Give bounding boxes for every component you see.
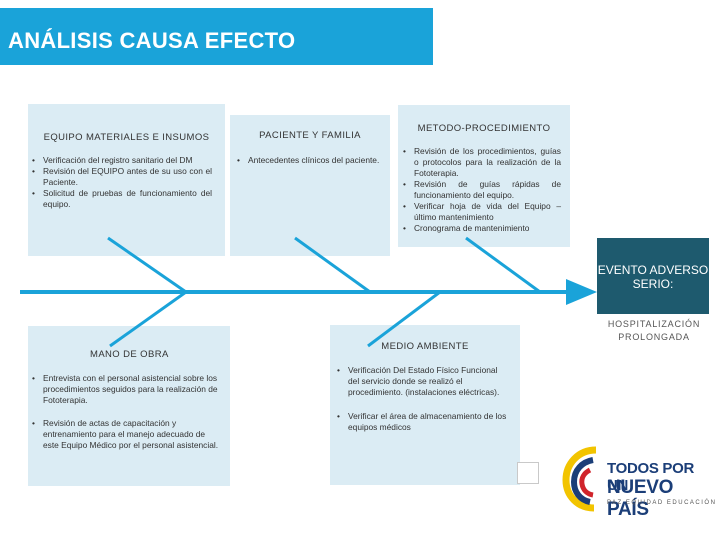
list-item: Antecedentes clínicos del paciente. — [235, 155, 380, 166]
logo: TODOS POR UN NUEVO PAÍS PAZ EQUIDAD EDUC… — [560, 440, 715, 520]
effect-detail: HOSPITALIZACIÓN PROLONGADA — [607, 319, 701, 342]
category-list-equipo: Verificación del registro sanitario del … — [30, 155, 212, 210]
list-item: Revisión de los procedimientos, guías o … — [401, 146, 561, 179]
category-box-mano-obra: MANO DE OBRA Entrevista con el personal … — [28, 326, 230, 486]
list-item: Revisión de actas de capacitación y entr… — [30, 418, 220, 451]
rib-metodo — [465, 236, 541, 294]
list-item: Verificación del registro sanitario del … — [30, 155, 212, 166]
category-title-medio: MEDIO AMBIENTE — [381, 341, 469, 352]
logo-text-line1: TODOS POR UN — [607, 460, 695, 494]
logo-emblem-icon — [562, 446, 597, 512]
list-item: Revisión del EQUIPO antes de su uso con … — [30, 166, 212, 188]
category-box-medio: MEDIO AMBIENTE Verificación Del Estado F… — [330, 325, 520, 485]
category-title-metodo: METODO-PROCEDIMIENTO — [417, 123, 551, 134]
category-list-metodo: Revisión de los procedimientos, guías o … — [401, 146, 561, 234]
title-bar: ANÁLISIS CAUSA EFECTO — [0, 8, 433, 65]
category-box-equipo: EQUIPO MATERIALES E INSUMOS Verificación… — [28, 104, 225, 256]
logo-text-line3: PAZ EQUIDAD EDUCACIÓN — [607, 500, 717, 506]
category-box-paciente: PACIENTE Y FAMILIA Antecedentes clínicos… — [230, 115, 390, 256]
list-item: Verificar hoja de vida del Equipo – últi… — [401, 201, 561, 223]
list-item: Verificación Del Estado Físico Funcional… — [335, 365, 510, 398]
placeholder-square — [517, 462, 539, 484]
category-title-equipo: EQUIPO MATERIALES E INSUMOS — [43, 132, 210, 143]
category-title-paciente: PACIENTE Y FAMILIA — [259, 130, 361, 141]
rib-mano-obra — [109, 290, 187, 348]
effect-box: EVENTO ADVERSO SERIO: — [597, 238, 709, 314]
rib-equipo — [107, 236, 187, 294]
spine-arrowhead — [566, 279, 597, 305]
logo-text-line2: NUEVO PAÍS — [607, 477, 674, 520]
rib-paciente — [294, 236, 371, 294]
effect-label: EVENTO ADVERSO SERIO: — [597, 263, 709, 291]
list-item: Solicitud de pruebas de funcionamiento d… — [30, 188, 212, 210]
rib-medio — [367, 290, 441, 348]
list-item: Verificar el área de almacenamiento de l… — [335, 411, 510, 433]
list-item: Cronograma de mantenimiento — [401, 223, 561, 234]
category-list-paciente: Antecedentes clínicos del paciente. — [235, 155, 380, 166]
category-box-metodo: METODO-PROCEDIMIENTO Revisión de los pro… — [398, 105, 570, 247]
list-item: Entrevista con el personal asistencial s… — [30, 373, 220, 406]
category-list-mano-obra: Entrevista con el personal asistencial s… — [30, 373, 220, 451]
page-title: ANÁLISIS CAUSA EFECTO — [8, 28, 296, 53]
category-title-mano-obra: MANO DE OBRA — [90, 349, 169, 360]
list-item: Revisión de guías rápidas de funcionamie… — [401, 179, 561, 201]
category-list-medio: Verificación Del Estado Físico Funcional… — [335, 365, 510, 433]
